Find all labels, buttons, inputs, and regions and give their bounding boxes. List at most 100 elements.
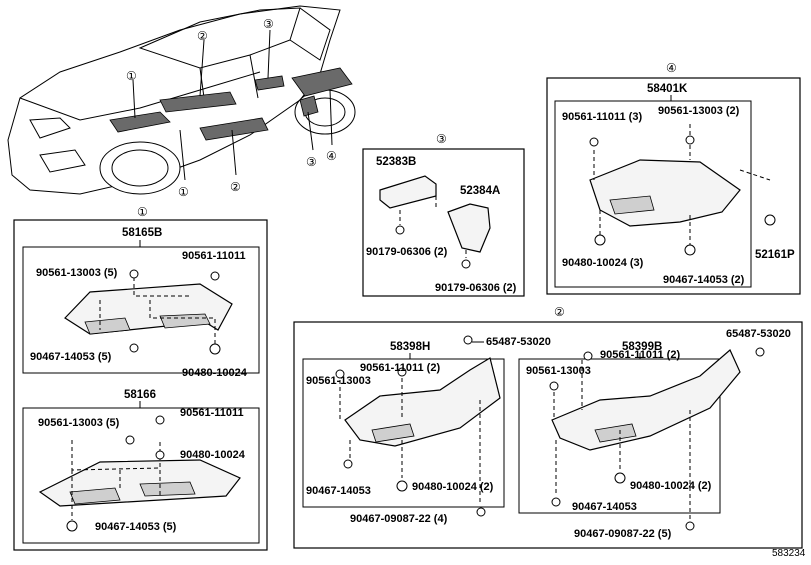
part-65487-53020-left: 65487-53020 [486, 336, 551, 348]
clip-icon [685, 135, 695, 145]
under-panel-center [159, 91, 237, 113]
panel-58165B-shade2 [159, 313, 211, 329]
part-90467-14053: 90467-14053 (5) [30, 351, 112, 363]
car-windshield [138, 7, 301, 69]
panel-58166-shade2 [139, 481, 196, 497]
callout-3-top: ③ [263, 17, 274, 31]
screw-icon [614, 472, 626, 484]
car-hood-line [19, 71, 261, 121]
leader-1-top [132, 79, 136, 119]
car-grille [39, 149, 86, 173]
floor-cover-58398H-shade [371, 423, 415, 443]
section-2: ② 65487-53020 65487-53020 58398H 90561-1… [293, 305, 803, 549]
part-90467-14053-4: 90467-14053 (2) [663, 274, 745, 286]
assy-58165B-dash [99, 277, 216, 345]
clip-icon [755, 347, 765, 357]
leader-3-bottom [307, 111, 314, 151]
under-cover-small [254, 75, 285, 91]
section-2-callout: ② [554, 305, 565, 319]
bolt-icon [476, 507, 486, 517]
part-52383B: 52383B [376, 156, 416, 168]
car-headlight [29, 117, 71, 139]
rear-splash [299, 95, 319, 117]
leader-4-bottom [329, 89, 333, 146]
panel-58166-shade [69, 487, 121, 505]
assy-58165B-label: 58165B [122, 227, 162, 239]
leader-2-top [199, 39, 205, 97]
bolt-icon [684, 244, 696, 256]
part-90561-13003-2L: 90561-13003 [306, 375, 371, 387]
part-90561-11011-4: 90561-11011 (3) [562, 111, 642, 123]
leader-1-bottom [179, 129, 186, 181]
screw-icon [155, 450, 165, 460]
part-90561-11011-b: 90561-11011 [180, 407, 244, 419]
screw-icon [395, 225, 405, 235]
assy-58398H-box [302, 358, 505, 508]
panel-58165B-shade [84, 317, 131, 335]
part-90467-14053-b: 90467-14053 (5) [95, 521, 177, 533]
screw-icon [396, 480, 408, 492]
part-90561-13003-b: 90561-13003 (5) [38, 417, 120, 429]
assy-58398H-label: 58398H [390, 341, 430, 353]
part-65487-53020-right: 65487-53020 [726, 328, 791, 340]
cover-52384A [447, 203, 491, 253]
clip-icon [583, 351, 593, 361]
leader-2-bottom [231, 129, 237, 176]
part-90480-10024-b: 90480-10024 [180, 449, 246, 461]
part-90179-06306-b: 90179-06306 (2) [435, 282, 517, 294]
part-90480-10024-2R: 90480-10024 (2) [630, 480, 712, 492]
section-4-callout: ④ [666, 61, 677, 75]
car-rear-window [289, 7, 331, 61]
part-90561-11011: 90561-11011 [182, 250, 246, 262]
screw-icon [209, 343, 221, 355]
assy-58166-box [22, 407, 260, 544]
part-90561-13003-2R: 90561-13003 [526, 365, 591, 377]
section-3: ③ 52383B 52384A 90179-06306 (2) 90179-06… [362, 132, 525, 297]
under-panel-side [199, 117, 269, 141]
clip-icon [764, 214, 776, 226]
part-90179-06306-a: 90179-06306 (2) [366, 246, 448, 258]
part-52384A: 52384A [460, 185, 500, 197]
panel-58166 [38, 459, 241, 507]
assy-58399B-dash [553, 360, 691, 520]
part-90561-11011-2L: 90561-11011 (2) [360, 362, 440, 374]
callout-2-top: ② [197, 29, 208, 43]
clip-icon [129, 269, 139, 279]
under-panel-front [109, 111, 171, 133]
section-4: ④ 58401K 90561-11011 (3) 90561-13003 (2)… [546, 61, 801, 295]
rear-under-cover-58401K [589, 159, 741, 227]
part-90467-14053-2R: 90467-14053 [572, 501, 637, 513]
callout-1-bottom: ① [178, 185, 189, 199]
floor-cover-58399B-shade [594, 423, 637, 443]
clip-icon [155, 415, 165, 425]
assy-58401K-label: 58401K [647, 83, 688, 95]
assy-58401K-box [554, 100, 752, 288]
callout-3-bottom: ③ [306, 155, 317, 169]
clip-icon [589, 137, 599, 147]
clip-icon [125, 435, 135, 445]
assy-58398H-dash [339, 378, 481, 505]
section-3-dash [399, 196, 467, 258]
bolt-icon [551, 497, 561, 507]
bolt-icon [66, 520, 78, 532]
callout-1-top: ① [126, 69, 137, 83]
bolt-icon [343, 459, 353, 469]
cover-52383B [379, 175, 437, 209]
rear-cover-shade [609, 195, 655, 215]
floor-cover-58398H [344, 357, 501, 447]
part-90561-13003-4: 90561-13003 (2) [658, 105, 740, 117]
rear-under-cover [291, 67, 353, 97]
callout-4-bottom: ④ [326, 149, 337, 163]
bolt-icon [685, 521, 695, 531]
assy-58399B-box [518, 358, 721, 514]
assy-58166-dash [71, 440, 161, 520]
section-2-frame [293, 321, 803, 549]
section-4-frame [546, 77, 801, 295]
clip-icon [210, 271, 220, 281]
clip-icon [397, 367, 407, 377]
clip-icon [463, 335, 473, 345]
part-52161P: 52161P [755, 249, 795, 261]
assy-58165B-box [22, 246, 260, 374]
